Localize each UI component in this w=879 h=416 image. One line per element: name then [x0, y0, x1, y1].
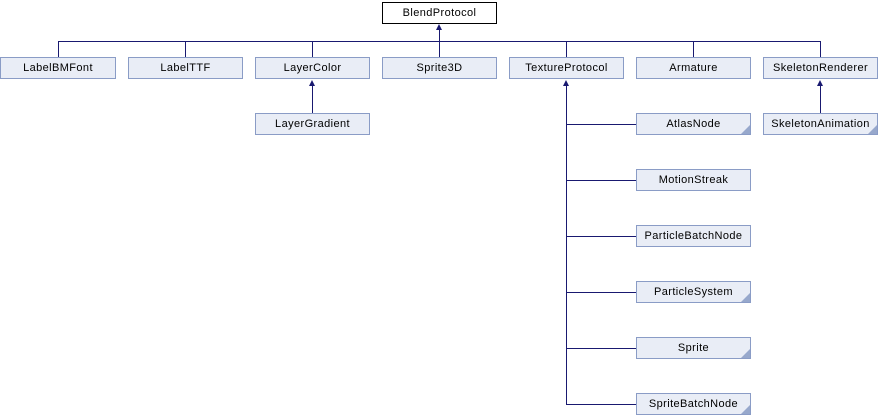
- edge-spine-textureprotocol: [566, 86, 567, 404]
- class-node-motionstreak[interactable]: MotionStreak: [636, 169, 751, 191]
- class-node-skeletonrenderer[interactable]: SkeletonRenderer: [763, 57, 878, 79]
- class-node-armature[interactable]: Armature: [636, 57, 751, 79]
- class-node-sprite3d[interactable]: Sprite3D: [382, 57, 497, 79]
- edge-stub-layercolor: [312, 41, 313, 57]
- edge-connector-particlesystem: [566, 292, 636, 293]
- class-node-sprite[interactable]: Sprite: [636, 337, 751, 359]
- class-node-label: LayerGradient: [275, 118, 350, 130]
- class-node-layergradient[interactable]: LayerGradient: [255, 113, 370, 135]
- class-node-label: MotionStreak: [658, 174, 729, 186]
- edge-stub-labelbmfont: [58, 41, 59, 57]
- class-node-spritebatchnode[interactable]: SpriteBatchNode: [636, 393, 751, 415]
- class-node-blendprotocol: BlendProtocol: [382, 2, 497, 24]
- class-node-label: SpriteBatchNode: [648, 398, 739, 410]
- truncated-corner-icon: [741, 293, 750, 302]
- class-node-label: Sprite: [677, 342, 710, 354]
- class-node-label: Armature: [669, 62, 718, 74]
- class-node-label: LabelTTF: [160, 62, 211, 74]
- class-node-layercolor[interactable]: LayerColor: [255, 57, 370, 79]
- truncated-corner-icon: [741, 125, 750, 134]
- class-node-label: SkeletonAnimation: [771, 118, 870, 130]
- edge-connector-atlasnode: [566, 124, 636, 125]
- edge-stub-sprite3d: [439, 41, 440, 57]
- truncated-corner-icon: [741, 405, 750, 414]
- edge-stub-armature: [693, 41, 694, 57]
- class-node-textureprotocol[interactable]: TextureProtocol: [509, 57, 624, 79]
- class-node-label: AtlasNode: [666, 118, 721, 130]
- arrowhead-to-textureprotocol-icon: [563, 80, 569, 86]
- class-node-label: SkeletonRenderer: [772, 62, 869, 74]
- truncated-corner-icon: [741, 349, 750, 358]
- class-node-atlasnode[interactable]: AtlasNode: [636, 113, 751, 135]
- class-node-label: Sprite3D: [416, 62, 463, 74]
- edge-connector-spritebatchnode: [566, 404, 636, 405]
- arrowhead-to-layercolor-icon: [309, 80, 315, 86]
- edge-shaft-skeletonanimation: [820, 86, 821, 113]
- edge-connector-particlebatchnode: [566, 236, 636, 237]
- class-node-labelbmfont[interactable]: LabelBMFont: [0, 57, 116, 79]
- edge-shaft-layergradient: [312, 86, 313, 113]
- class-node-particlesystem[interactable]: ParticleSystem: [636, 281, 751, 303]
- arrowhead-to-blendprotocol-icon: [436, 24, 442, 30]
- class-node-label: LayerColor: [283, 62, 342, 74]
- edge-connector-sprite: [566, 348, 636, 349]
- class-node-label: ParticleBatchNode: [644, 230, 743, 242]
- class-node-label: ParticleSystem: [654, 286, 733, 298]
- edge-shaft-blendprotocol: [439, 30, 440, 41]
- class-node-skeletonanimation[interactable]: SkeletonAnimation: [763, 113, 878, 135]
- arrowhead-to-skeletonrenderer-icon: [817, 80, 823, 86]
- class-node-labelttf[interactable]: LabelTTF: [128, 57, 243, 79]
- class-node-label: BlendProtocol: [402, 7, 477, 19]
- class-node-label: TextureProtocol: [525, 62, 608, 74]
- class-node-particlebatchnode[interactable]: ParticleBatchNode: [636, 225, 751, 247]
- edge-connector-motionstreak: [566, 180, 636, 181]
- truncated-corner-icon: [868, 125, 877, 134]
- class-node-label: LabelBMFont: [23, 62, 93, 74]
- edge-stub-labelttf: [185, 41, 186, 57]
- edge-stub-skeletonrenderer: [820, 41, 821, 57]
- edge-stub-textureprotocol: [566, 41, 567, 57]
